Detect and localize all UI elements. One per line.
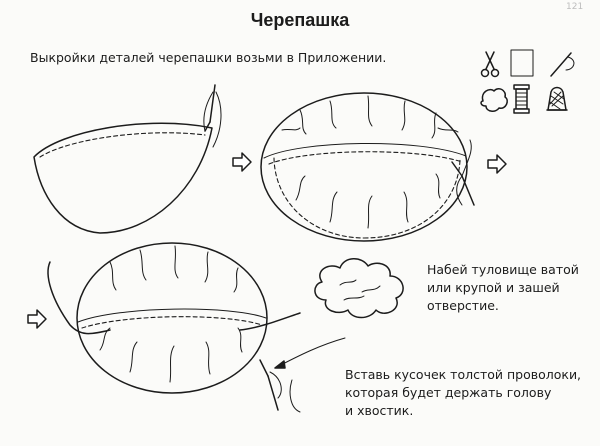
wire-instruction: Вставь кусочек толстой проволоки, котора… bbox=[345, 366, 581, 420]
cotton-wool-icon bbox=[314, 258, 404, 319]
stuffed-body-step bbox=[47, 242, 301, 413]
thread-spool-icon bbox=[513, 84, 530, 114]
thimble-icon bbox=[546, 86, 568, 111]
sewn-shell-step bbox=[260, 92, 475, 242]
scissors-icon bbox=[480, 51, 500, 78]
cotton-wool-icon bbox=[480, 88, 508, 112]
page-number: 121 bbox=[566, 2, 584, 12]
needle-thread-icon bbox=[550, 52, 575, 77]
next-step-arrow bbox=[487, 154, 507, 174]
stuffing-line: или крупой и зашей bbox=[427, 280, 560, 295]
wire-line: Вставь кусочек толстой проволоки, bbox=[345, 367, 582, 382]
page-title: Черепашка bbox=[250, 10, 350, 30]
pattern-piece-step bbox=[33, 84, 222, 234]
stuffing-line: отверстие. bbox=[427, 298, 499, 313]
patterns-instruction: Выкройки деталей черепашки возьми в Прил… bbox=[30, 50, 387, 65]
stuffing-line: Набей туловище ватой bbox=[427, 262, 579, 277]
next-step-arrow bbox=[27, 309, 47, 329]
wire-line: и хвостик. bbox=[345, 403, 414, 418]
wire-pointer-arrow bbox=[274, 337, 346, 369]
stuffing-instruction: Набей туловище ватой или крупой и зашей … bbox=[427, 261, 579, 315]
fabric-square-icon bbox=[510, 49, 534, 77]
next-step-arrow bbox=[232, 152, 252, 172]
wire-line: которая будет держать голову bbox=[345, 385, 552, 400]
